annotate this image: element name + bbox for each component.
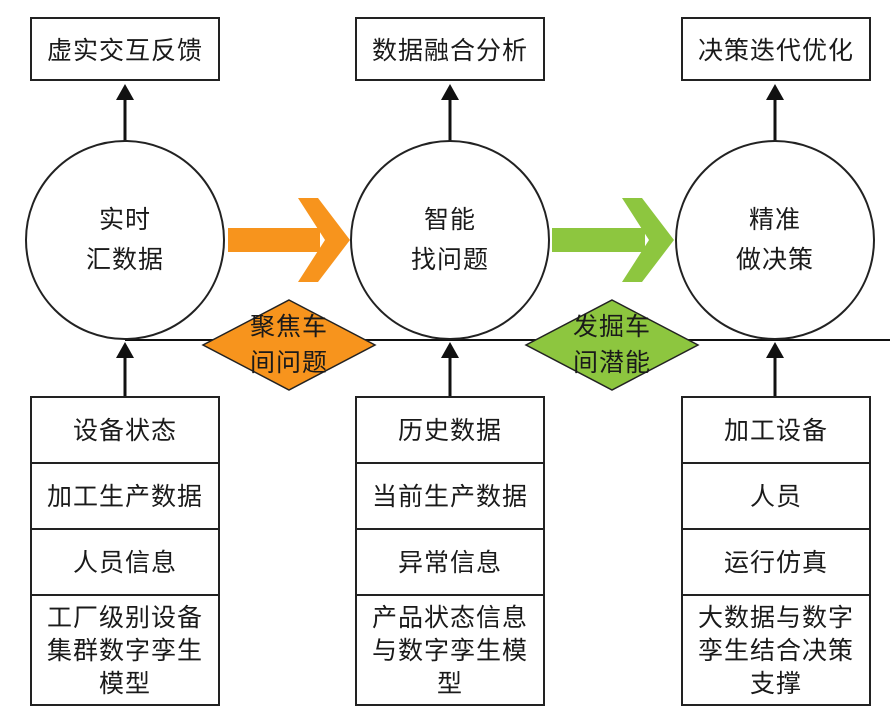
circle-3-line2: 做决策 (735, 245, 814, 274)
stack-3-item-1: 加工设备 (683, 398, 869, 464)
circle-2-line2: 找问题 (410, 245, 489, 274)
stack-1-item-4: 工厂级别设备集群数字孪生模型 (46, 602, 203, 698)
diamond-2-line2: 间潜能 (572, 348, 651, 377)
circle-find-problems: 智能 找问题 (350, 140, 550, 340)
stack-2-item-2: 当前生产数据 (357, 464, 543, 530)
up-arrow-2 (441, 84, 459, 142)
stack-3-item-3: 运行仿真 (683, 530, 869, 596)
circle-make-decisions: 精准 做决策 (675, 140, 875, 340)
top-box-3: 决策迭代优化 (681, 17, 871, 81)
stack-1-item-2: 加工生产数据 (32, 464, 218, 530)
input-stack-1: 设备状态 加工生产数据 人员信息 工厂级别设备集群数字孪生模型 (30, 396, 220, 706)
up-arrow-6 (766, 342, 784, 396)
stack-1-item-3: 人员信息 (32, 530, 218, 596)
stack-1-item-1: 设备状态 (32, 398, 218, 464)
stack-3-item-2: 人员 (683, 464, 869, 530)
orange-flow-arrow (228, 198, 350, 282)
circle-realtime-data: 实时 汇数据 (25, 140, 225, 340)
diamond-1-line1: 聚焦车 (249, 312, 328, 341)
diamond-orange-label: 聚焦车 间问题 (203, 309, 375, 381)
up-arrow-3 (766, 84, 784, 142)
stack-2-item-3: 异常信息 (357, 530, 543, 596)
circle-1-line2: 汇数据 (85, 245, 164, 274)
diamond-orange (201, 299, 377, 391)
circle-1-line1: 实时 (98, 205, 151, 234)
up-arrow-1 (116, 84, 134, 142)
up-arrow-4 (116, 342, 134, 396)
up-arrow-5 (441, 342, 459, 396)
stack-3-item-4: 大数据与数字孪生结合决策支撑 (697, 602, 854, 698)
stack-2-item-1: 历史数据 (357, 398, 543, 464)
diamond-1-line2: 间问题 (249, 348, 328, 377)
stack-2-item-4: 产品状态信息与数字孪生模型 (371, 602, 528, 698)
circle-3-line1: 精准 (748, 205, 801, 234)
top-box-2: 数据融合分析 (355, 17, 545, 81)
diamond-green (524, 299, 700, 391)
circle-2-line1: 智能 (423, 205, 476, 234)
diamond-green-label: 发掘车 间潜能 (526, 309, 698, 381)
diamond-2-line1: 发掘车 (572, 312, 651, 341)
input-stack-3: 加工设备 人员 运行仿真 大数据与数字孪生结合决策支撑 (681, 396, 871, 706)
top-box-1: 虚实交互反馈 (30, 17, 220, 81)
input-stack-2: 历史数据 当前生产数据 异常信息 产品状态信息与数字孪生模型 (355, 396, 545, 706)
green-flow-arrow (552, 198, 674, 282)
